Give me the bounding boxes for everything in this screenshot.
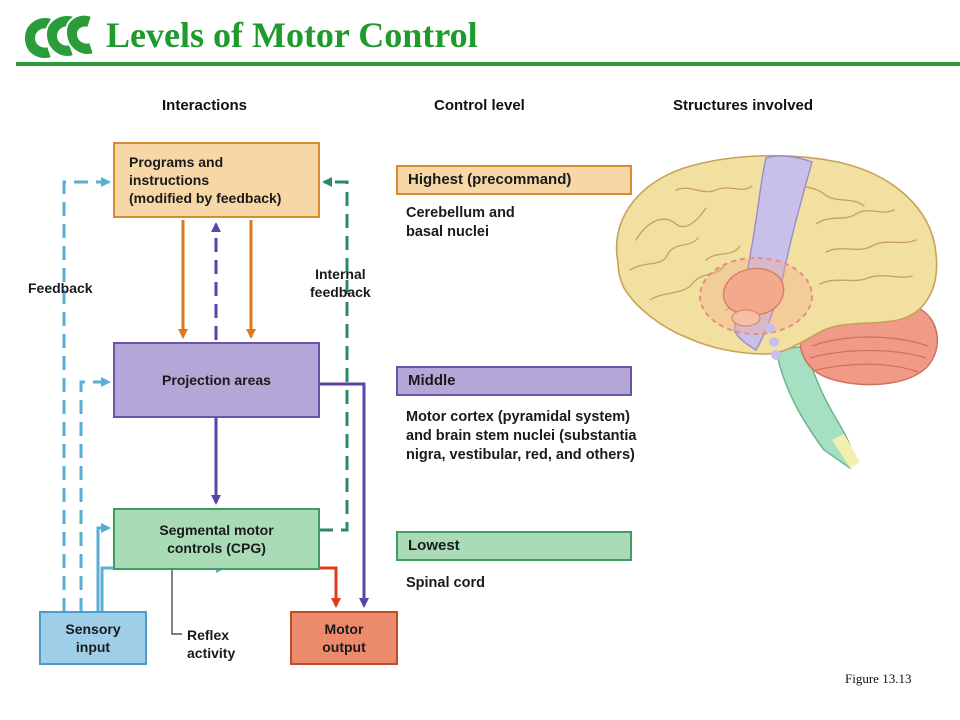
label-reflex-activity: Reflex activity: [187, 627, 236, 661]
arrow-reflex-to-motor: [226, 566, 341, 608]
spinal-cord-tip: [832, 434, 860, 468]
arrow-programs-to-projection: [178, 220, 256, 339]
arrow-projection-to-motor: [319, 382, 369, 608]
level-lowest-heading: Lowest: [396, 531, 632, 561]
arrow-sensory-feedback-to-programs: [62, 177, 111, 612]
column-heading-interactions: Interactions: [162, 97, 248, 114]
ecc-logo: [22, 13, 96, 60]
level-lowest-structures: Spinal cord: [406, 575, 485, 591]
reflex-leader-line: [171, 570, 182, 635]
box-sensory-input: Sensory input: [39, 611, 147, 665]
column-heading-structures: Structures involved: [673, 97, 814, 114]
basal-nuclei: [722, 267, 785, 316]
level-highest-heading: Highest (precommand): [396, 165, 632, 195]
box-segmental-motor-controls: Segmental motor controls (CPG): [113, 508, 320, 570]
arrow-reflex-path: [100, 563, 226, 614]
arrow-sensory-to-projection: [79, 377, 111, 612]
box-programs-and-instructions: Programs and instructions (modified by f…: [113, 142, 320, 218]
label-feedback: Feedback: [28, 280, 93, 296]
box-projection-areas: Projection areas: [113, 342, 320, 418]
level-middle-structures: Motor cortex (pyramidal system) and brai…: [406, 409, 637, 463]
title-divider: [16, 62, 960, 66]
figure-label: Figure 13.13: [845, 671, 912, 686]
brain-illustration: [615, 154, 939, 470]
box-motor-output: Motor output: [290, 611, 398, 665]
level-highest-structures: Cerebellum and basal nuclei: [406, 205, 515, 240]
arrow-internal-feedback: [319, 177, 349, 532]
slide-title: Levels of Motor Control: [106, 15, 478, 55]
arrow-sensory-to-segmental: [96, 523, 111, 612]
level-middle-heading: Middle: [396, 366, 632, 396]
column-heading-control-level: Control level: [434, 97, 525, 114]
label-internal-feedback: Internal feedback: [310, 266, 371, 300]
